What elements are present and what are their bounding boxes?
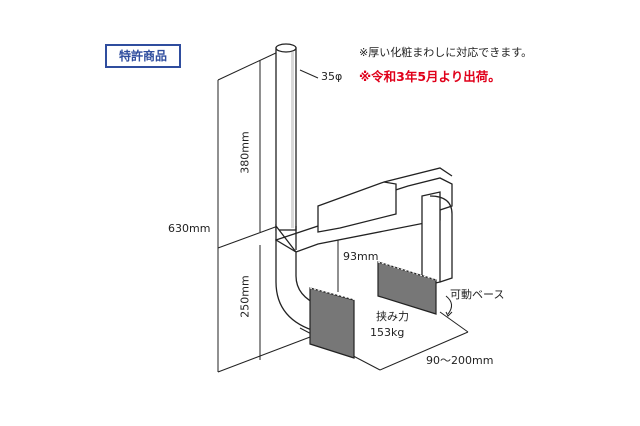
clamp-range-label: 90～200mm: [426, 354, 494, 367]
dimension-line-range: [379, 331, 469, 371]
diameter-leader: [299, 69, 319, 79]
clamp-force-value: 153kg: [370, 326, 405, 339]
clearance-label: 93mm: [343, 250, 379, 263]
right-upright: [421, 191, 453, 287]
rotation-arrowhead: [445, 311, 453, 317]
height-lower-label: 250mm: [238, 275, 252, 318]
extension-line-bottom: [217, 333, 319, 373]
horizontal-arm: [275, 167, 453, 253]
patent-badge: 特許商品: [105, 44, 181, 68]
dimension-line-range-ext2: [439, 311, 469, 333]
vertical-pole: [275, 43, 297, 231]
rotation-arrow: [445, 295, 452, 315]
height-upper-label: 380mm: [238, 131, 252, 174]
diameter-label: 35φ: [321, 70, 343, 83]
height-total-label: 630mm: [168, 222, 211, 235]
compatibility-note: ※厚い化粧まわしに対応できます。: [359, 46, 533, 59]
clamp-pad-right: [377, 261, 437, 315]
shipping-notice: ※令和3年5月より出荷。: [359, 69, 501, 84]
extension-line-middle: [217, 225, 279, 249]
movable-base-label: 可動ベース: [450, 288, 505, 301]
clamp-pad-left: [309, 287, 357, 359]
extension-line-top: [217, 51, 279, 81]
clamp-force-label: 挟み力: [376, 310, 409, 323]
